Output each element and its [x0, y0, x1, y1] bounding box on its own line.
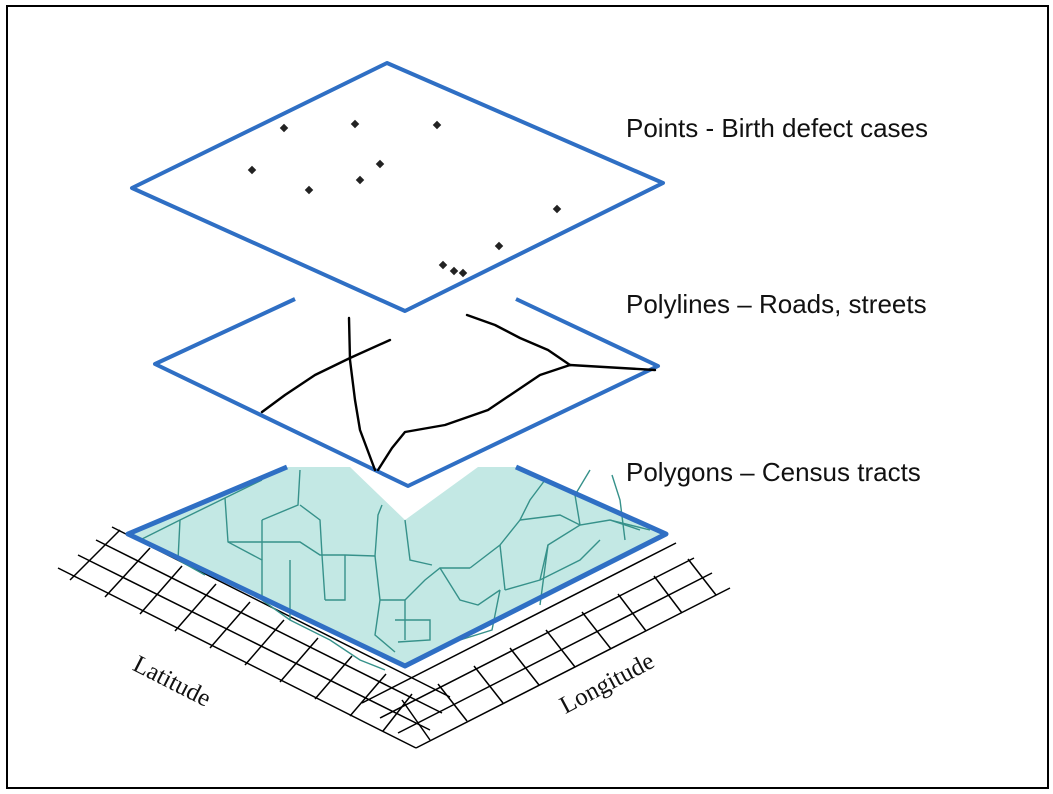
polyline-plane-edge	[153, 297, 660, 488]
polyline-layer	[153, 297, 660, 488]
lat-long-grid	[57, 526, 731, 749]
point-layer	[130, 61, 665, 313]
polygons-layer-label: Polygons – Census tracts	[626, 457, 921, 487]
point-plane	[130, 61, 665, 313]
points-layer-label: Points - Birth defect cases	[626, 113, 929, 143]
polylines-layer-label: Polylines – Roads, streets	[626, 289, 927, 319]
polygon-layer	[125, 464, 669, 671]
polygon-plane-edge	[125, 464, 669, 669]
census-tract-polygon-plane	[128, 467, 666, 666]
point-markers	[247, 119, 562, 278]
census-tract-boundaries	[139, 469, 651, 671]
road-lines	[260, 313, 657, 472]
